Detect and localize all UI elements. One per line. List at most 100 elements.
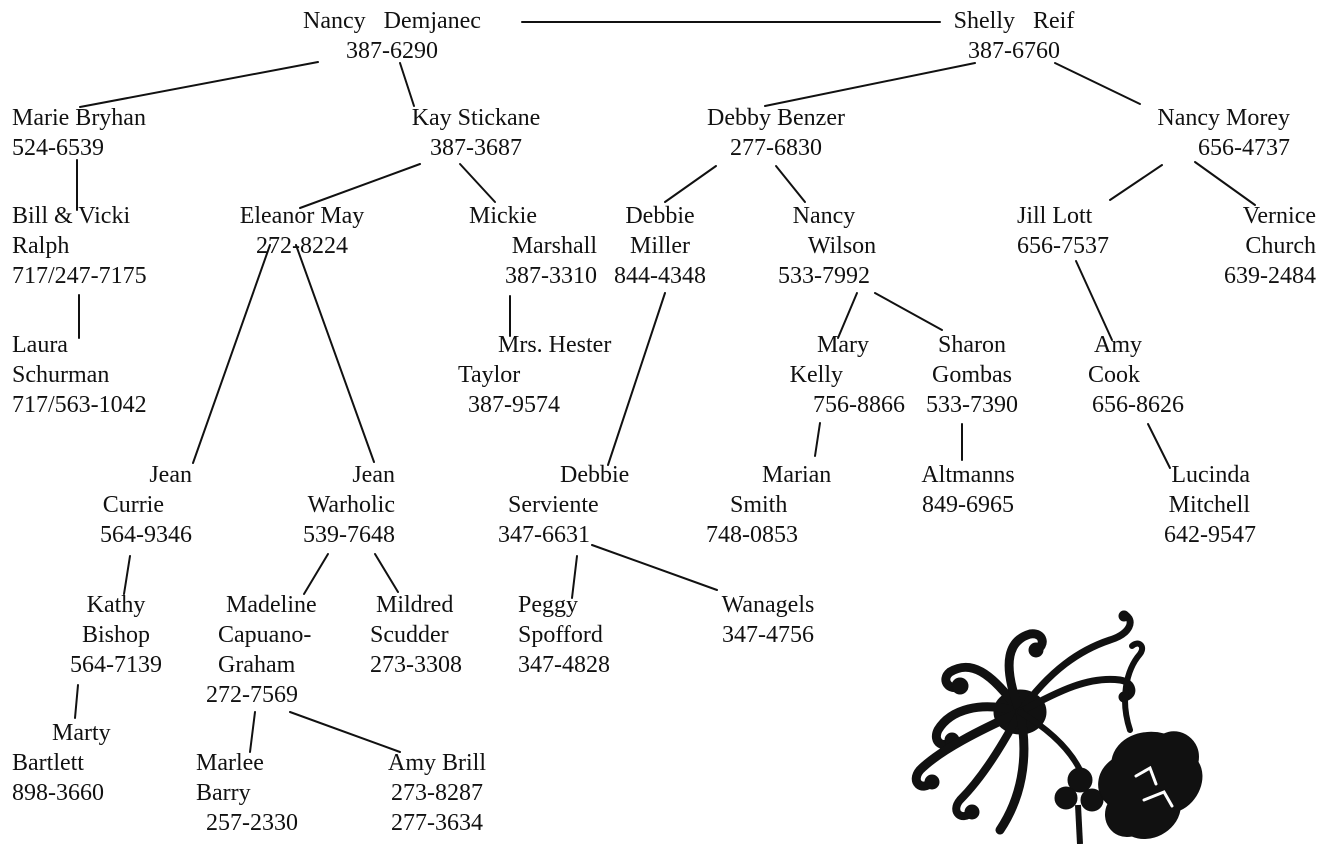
contact-name: Wanagels	[721, 592, 815, 618]
connector-miller-serviente	[607, 292, 666, 466]
connector-stickane-marshall	[459, 163, 496, 203]
connector-capuano-graham-brill	[289, 711, 401, 753]
contact-name: Peggy	[518, 592, 578, 618]
contact-name: Barry	[196, 780, 251, 806]
contact-name: Graham	[218, 652, 296, 678]
contact-phone: 272-7569	[206, 682, 298, 708]
connector-may-warholic	[295, 244, 375, 463]
contact-name: Marian	[762, 462, 832, 488]
contact-name: Mitchell	[1168, 492, 1250, 518]
contact-phone: 717/563-1042	[12, 392, 147, 418]
connector-morey-lott	[1109, 164, 1163, 201]
contact-laura-schurman: Laura Schurman 717/563-1042	[12, 330, 147, 420]
contact-name: Kay Stickane	[411, 105, 541, 131]
contact-name: Amy Brill	[387, 750, 487, 776]
contact-phone: 564-9346	[100, 522, 192, 548]
contact-peggy-spofford: Peggy Spofford 347-4828	[518, 590, 610, 680]
contact-name: Currie	[102, 492, 164, 518]
contact-name: Amy	[1094, 332, 1142, 358]
connector-capuano-graham-barry	[249, 711, 256, 753]
contact-name: Bill & Vicki	[12, 203, 131, 229]
contact-phone: 844-4348	[614, 263, 706, 289]
contact-nancy-wilson: Nancy Wilson 533-7992	[772, 201, 876, 291]
contact-name: Ralph	[12, 233, 70, 259]
contact-marty-bartlett: Marty Bartlett 898-3660	[12, 718, 111, 808]
connector-demjanec-stickane	[399, 62, 415, 107]
connector-cook-mitchell	[1147, 423, 1171, 469]
contact-name: Spofford	[518, 622, 603, 648]
connector-wilson-gombas	[874, 292, 943, 331]
contact-name: Serviente	[508, 492, 599, 518]
connector-may-currie	[192, 244, 271, 464]
contact-marian-smith: Marian Smith 748-0853	[706, 460, 831, 550]
contact-phone: 748-0853	[706, 522, 798, 548]
contact-nancy-morey: Nancy Morey 656-4737	[1157, 103, 1290, 163]
contact-jean-currie: Jean Currie 564-9346	[100, 460, 192, 550]
contact-phone: 564-7139	[70, 652, 162, 678]
contact-phone: 273-8287	[390, 780, 483, 806]
contact-name: Debbie	[560, 462, 630, 488]
contact-phone: 539-7648	[303, 522, 395, 548]
contact-name: Marlee	[196, 750, 264, 776]
contact-debbie-serviente: Debbie Serviente 347-6631	[498, 460, 629, 550]
contact-name: Laura	[12, 332, 68, 358]
contact-name: Vernice	[1242, 203, 1316, 229]
contact-phone: 524-6539	[12, 135, 104, 161]
contact-name: Miller	[630, 233, 690, 259]
contact-lucinda-mitchell: Lucinda Mitchell 642-9547	[1164, 460, 1256, 550]
contact-phone: 717/247-7175	[12, 263, 147, 289]
contact-phone: 273-3308	[370, 652, 462, 678]
contact-phone: 533-7992	[778, 263, 870, 289]
contact-madeline-capuano-graham: Madeline Capuano- Graham 272-7569	[206, 590, 317, 710]
contact-name: Jean	[352, 462, 395, 488]
contact-phone: 756-8866	[813, 392, 905, 418]
connector-demjanec-bryhan	[79, 61, 319, 108]
contact-mickie-marshall: Mickie Marshall 387-3310	[469, 201, 597, 291]
contact-phone: 277-3634	[390, 810, 483, 836]
contact-name: Kathy	[86, 592, 146, 618]
contact-phone: 656-8626	[1092, 392, 1184, 418]
contact-name: Church	[1245, 233, 1316, 259]
contact-marie-bryhan: Marie Bryhan 524-6539	[12, 103, 146, 163]
contact-kathy-bishop: Kathy Bishop 564-7139	[70, 590, 162, 680]
contact-name: Smith	[730, 492, 788, 518]
connector-warholic-capuano-graham	[303, 553, 329, 595]
contact-phone: 387-9574	[468, 392, 560, 418]
connector-morey-church	[1194, 161, 1256, 206]
contact-name: Madeline	[226, 592, 317, 618]
connector-benzer-miller	[664, 165, 717, 203]
contact-phone: 533-7390	[926, 392, 1018, 418]
contact-name: Mary	[817, 332, 869, 358]
contact-amy-brill: Amy Brill 273-8287 277-3634	[388, 748, 486, 838]
contact-vernice-church: Vernice Church 639-2484	[1224, 201, 1316, 291]
contact-phone: 347-4828	[518, 652, 610, 678]
contact-name: Lucinda	[1171, 462, 1250, 488]
connector-warholic-scudder	[374, 553, 399, 593]
contact-name: Eleanor May	[239, 203, 365, 229]
contact-name: Bishop	[81, 622, 150, 648]
contact-phone: 347-4756	[721, 622, 814, 648]
connector-serviente-wanagels	[591, 544, 718, 591]
contact-kay-stickane: Kay Stickane 387-3687	[412, 103, 541, 163]
contact-debbie-miller: Debbie Miller 844-4348	[614, 201, 706, 291]
contact-altmanns: Altmanns 849-6965	[921, 460, 1014, 520]
contact-name: Sharon	[938, 332, 1006, 358]
connector-stickane-may	[299, 163, 421, 209]
contact-name: Shelly Reif	[953, 8, 1075, 34]
contact-phone: 639-2484	[1224, 263, 1316, 289]
contact-jean-warholic: Jean Warholic 539-7648	[303, 460, 395, 550]
contact-debby-benzer: Debby Benzer 277-6830	[707, 103, 845, 163]
contact-mildred-scudder: Mildred Scudder 273-3308	[370, 590, 462, 680]
contact-phone: 277-6830	[729, 135, 822, 161]
chrysanthemum-flower-icon	[911, 610, 1203, 844]
contact-phone: 257-2330	[206, 810, 298, 836]
contact-phone: 387-6760	[968, 38, 1060, 64]
contact-amy-cook: Amy Cook 656-8626	[1088, 330, 1184, 420]
connector-currie-bishop	[123, 555, 131, 595]
contact-name: Jill Lott	[1017, 203, 1093, 229]
connector-bishop-bartlett	[74, 684, 79, 719]
contact-name: Warholic	[307, 492, 395, 518]
contact-marlee-barry: Marlee Barry 257-2330	[196, 748, 298, 838]
connector-wilson-kelly	[837, 292, 858, 339]
